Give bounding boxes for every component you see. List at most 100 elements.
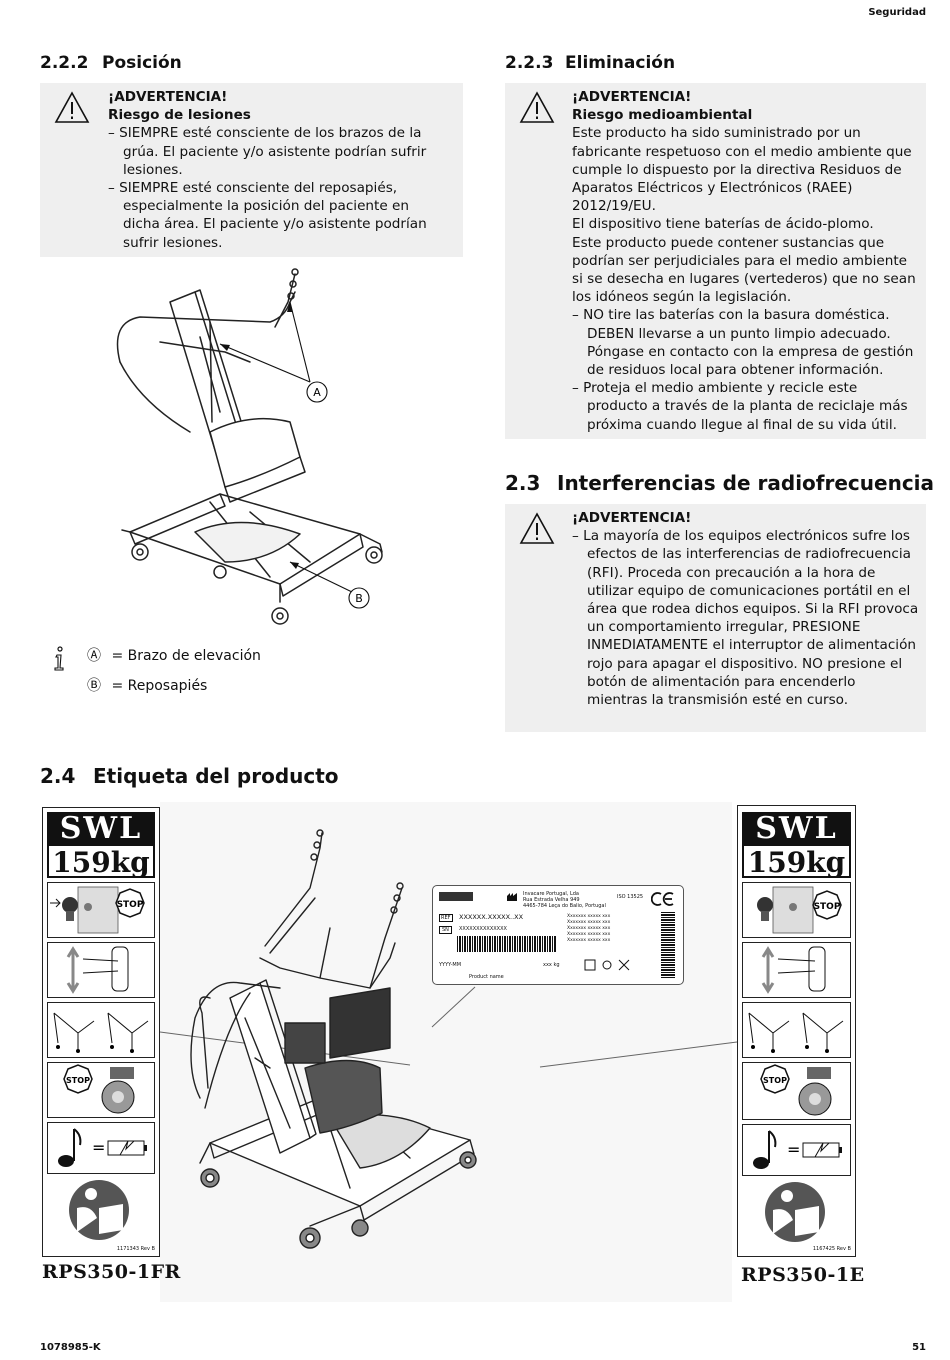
address-line: 4465-784 Leça do Balio, Portugal — [523, 903, 606, 909]
vertical-barcode — [661, 912, 675, 978]
warning-paragraph: Este producto puede contener sustancias … — [572, 234, 916, 306]
read-manual-icon — [69, 1180, 129, 1240]
heading-number: 2.2.3 — [505, 53, 554, 73]
label-cell-charge: = — [742, 1124, 851, 1176]
warning-item: – NO tire las baterías con la basura dom… — [572, 307, 914, 379]
ref-key: REF — [439, 914, 453, 922]
warning-text: ¡ADVERTENCIA! – La mayoría de los equipo… — [572, 509, 920, 709]
label-cell-manual — [47, 1178, 155, 1248]
footer-doc-number: 1078985-K — [40, 1342, 101, 1353]
svg-text:=: = — [787, 1140, 800, 1159]
manufacture-date: YYYY-MM — [439, 962, 462, 968]
spec-line: Xxxxxxx xxxxx xxx — [567, 926, 611, 931]
warning-triangle-icon — [519, 512, 555, 544]
heading-title: Posición — [102, 53, 182, 73]
ce-mark-icon — [651, 892, 674, 906]
svg-text:=: = — [92, 1138, 105, 1157]
charge-sound-icon: = — [58, 1128, 147, 1167]
spec-line: Xxxxxxx xxxxx xxx — [567, 938, 611, 943]
heading-2-2-3: 2.2.3 Eliminación — [505, 53, 675, 73]
callout-a: A — [313, 386, 321, 399]
label-cell-base-width — [47, 1002, 155, 1058]
warning-item: – La mayoría de los equipos electrónicos… — [572, 528, 919, 709]
label-cell-emergency-stop: STOP — [47, 882, 155, 938]
model-right: RPS350-1E — [741, 1264, 865, 1286]
lift-illustration-label — [190, 829, 477, 1249]
warning-text: ¡ADVERTENCIA! Riesgo de lesiones – SIEMP… — [108, 88, 448, 252]
swl-weight: 159kg — [742, 844, 851, 879]
label-right: SWL 159kg STOP STOP — [737, 805, 856, 1257]
brake-icon: STOP — [760, 1064, 832, 1116]
label-left: SWL 159kg STOP STOP — [42, 807, 160, 1257]
swl-weight: 159kg — [47, 844, 155, 879]
read-manual-icon — [765, 1182, 825, 1242]
callout-b: B — [355, 592, 363, 605]
legend-text: = Reposapiés — [111, 678, 208, 694]
warning-triangle-icon — [519, 91, 555, 123]
label-cell-base-width — [742, 1002, 851, 1058]
label-cell-brake: STOP — [742, 1062, 851, 1120]
lift-illustration-position: A B — [116, 268, 383, 625]
label-cell-hand-control — [742, 942, 851, 998]
warning-title: ¡ADVERTENCIA! — [108, 89, 228, 105]
swl-text: SWL — [47, 812, 155, 846]
warning-title: ¡ADVERTENCIA! — [572, 510, 692, 526]
label-code: 1171343 Rev B — [116, 1246, 155, 1252]
brake-icon: STOP — [63, 1064, 135, 1114]
stop-sign-text: STOP — [117, 900, 144, 910]
warning-subtitle: Riesgo de lesiones — [108, 107, 251, 124]
label-cell-brake: STOP — [47, 1062, 155, 1118]
spec-line: Xxxxxxx xxxxx xxx — [567, 914, 611, 919]
warning-title: ¡ADVERTENCIA! — [572, 89, 692, 105]
product-id-label: Invacare Portugal, Lda Rua Estrada Velha… — [432, 885, 684, 985]
ref-value: XXXXXX.XXXXX..XX — [459, 913, 524, 921]
manufacturer-icon — [507, 893, 517, 901]
company: Invacare Portugal, Lda — [523, 891, 580, 897]
warning-item: – Proteja el medio ambiente y recicle es… — [572, 380, 908, 433]
running-header: Seguridad — [868, 7, 926, 18]
legend-row-a: Ⓐ = Brazo de elevación — [87, 645, 261, 665]
address-line: Rua Estrada Velha 949 — [523, 897, 580, 903]
warning-box-posicion: ¡ADVERTENCIA! Riesgo de lesiones – SIEMP… — [40, 83, 463, 257]
symbol-icons — [584, 959, 630, 971]
warning-box-eliminacion: ¡ADVERTENCIA! Riesgo medioambiental Este… — [505, 83, 926, 439]
stop-sign-text: STOP — [814, 902, 841, 912]
warning-paragraph: Este producto ha sido suministrado por u… — [572, 125, 912, 215]
weight-value: xxx kg — [543, 962, 560, 968]
swl-text: SWL — [742, 812, 851, 846]
charge-sound-icon: = — [753, 1130, 842, 1169]
stop-sign-text: STOP — [763, 1076, 787, 1085]
base-width-icon — [748, 1012, 844, 1053]
warning-text: ¡ADVERTENCIA! Riesgo medioambiental Este… — [572, 88, 920, 434]
label-cell-charge: = — [47, 1122, 155, 1174]
emergency-stop-icon: STOP — [50, 886, 145, 934]
manufacturer-address: Invacare Portugal, Lda Rua Estrada Velha… — [523, 891, 606, 909]
warning-triangle-icon — [54, 91, 90, 123]
sn-key: SN — [439, 926, 452, 934]
info-icon — [54, 646, 64, 671]
warning-item: – SIEMPRE esté consciente del reposapiés… — [108, 180, 427, 251]
warning-subtitle: Riesgo medioambiental — [572, 107, 753, 124]
legend-key: Ⓑ — [87, 678, 101, 694]
heading-title: Etiqueta del producto — [93, 764, 339, 788]
spec-lines: Xxxxxxx xxxxx xxx Xxxxxxx xxxxx xxx Xxxx… — [567, 914, 610, 944]
legend-row-b: Ⓑ = Reposapiés — [87, 675, 207, 695]
base-width-icon — [53, 1012, 149, 1053]
legend-text: = Brazo de elevación — [111, 648, 261, 664]
product-name: Product name — [469, 974, 504, 980]
heading-2-4: 2.4 Etiqueta del producto — [40, 764, 339, 788]
warning-box-rfi: ¡ADVERTENCIA! – La mayoría de los equipo… — [505, 504, 926, 732]
spec-line: Xxxxxxx xxxxx xxx — [567, 920, 611, 925]
heading-number: 2.4 — [40, 764, 76, 788]
sn-value: XXXXXXXXXXXXXX — [459, 926, 507, 932]
label-code: 1167425 Rev B — [812, 1246, 851, 1252]
heading-title: Eliminación — [565, 53, 676, 73]
hand-control-icon — [761, 946, 826, 994]
footer-page-number: 51 — [912, 1342, 926, 1353]
heading-number: 2.3 — [505, 471, 541, 495]
hand-control-icon — [66, 946, 129, 994]
label-cell-hand-control — [47, 942, 155, 998]
stop-sign-text: STOP — [66, 1076, 90, 1085]
